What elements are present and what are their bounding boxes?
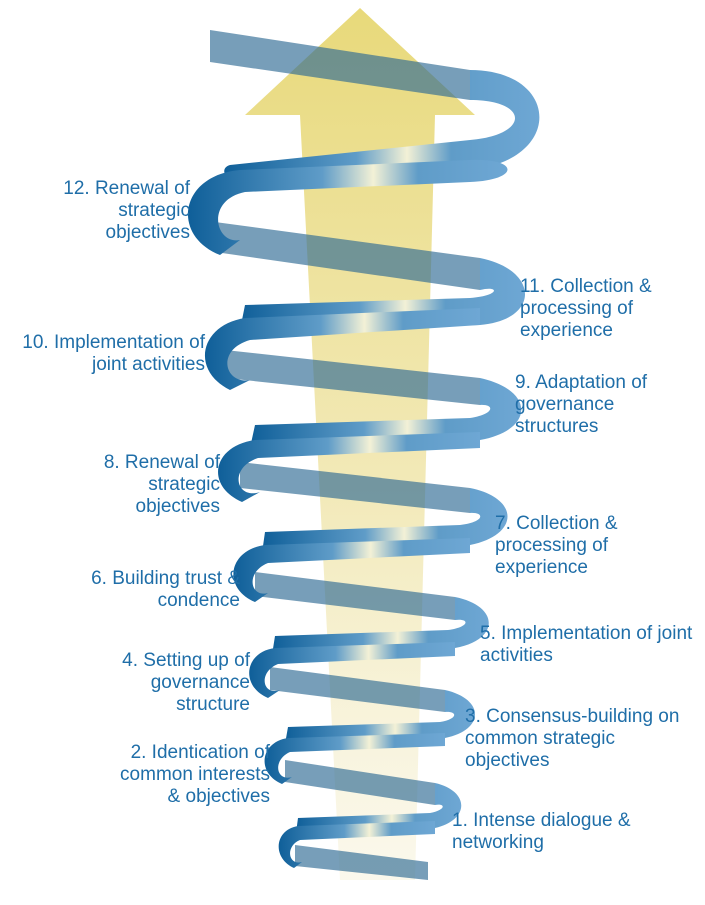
step-label-5: 5. Implementation of joint activities — [480, 623, 693, 666]
step-label-2: 2. Identication of common interests & ob… — [120, 742, 270, 807]
step-label-12: 12. Renewal of strategic objectives — [63, 178, 190, 243]
step-label-8: 8. Renewal of strategic objectives — [103, 452, 220, 517]
step-label-3: 3. Consensus-building on common strategi… — [465, 706, 680, 771]
step-label-7: 7. Collection & processing of experience — [495, 513, 618, 578]
spiral-back-bands — [210, 30, 480, 880]
step-label-10: 10. Implementation of joint activities — [22, 332, 205, 375]
step-label-4: 4. Setting up of governance structure — [122, 650, 250, 715]
step-label-6: 6. Building trust & condence — [91, 568, 240, 611]
spiral-front-coils — [187, 70, 540, 868]
step-label-9: 9. Adaptation of governance structures — [515, 372, 648, 437]
step-label-1: 1. Intense dialogue & networking — [452, 810, 631, 853]
step-label-11: 11. Collection & processing of experienc… — [520, 276, 652, 341]
